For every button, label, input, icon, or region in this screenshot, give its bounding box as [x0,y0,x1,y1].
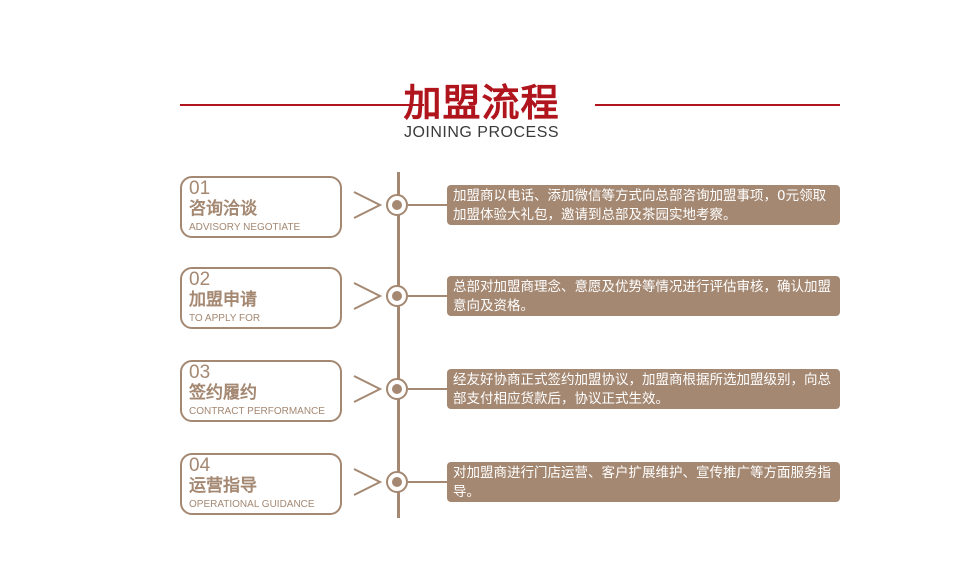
chevron-right-icon [353,468,383,496]
process-step-1: 01 咨询洽谈 ADVISORY NEGOTIATE 加盟商以电话、添加微信等方… [0,176,963,238]
chevron-right-icon [353,282,383,310]
process-step-2: 02 加盟申请 TO APPLY FOR 总部对加盟商理念、意愿及优势等情况进行… [0,267,963,329]
timeline-node-icon [386,471,408,493]
title-divider-left [180,104,424,106]
step-title: 加盟申请 [189,290,257,310]
step-card: 04 运营指导 OPERATIONAL GUIDANCE [180,453,342,515]
timeline-connector [408,388,448,390]
timeline-node-icon [386,194,408,216]
timeline-connector [408,295,448,297]
page-title: 加盟流程 [403,81,560,125]
chevron-right-icon [353,375,383,403]
timeline-connector [408,204,448,206]
step-number: 04 [189,455,211,476]
step-card: 03 签约履约 CONTRACT PERFORMANCE [180,360,342,422]
timeline-node-icon [386,378,408,400]
step-description: 总部对加盟商理念、意愿及优势等情况进行评估审核，确认加盟意向及资格。 [447,276,840,316]
timeline-connector [408,481,448,483]
step-english-title: CONTRACT PERFORMANCE [189,406,325,417]
step-title: 咨询洽谈 [189,199,257,219]
page-subtitle: JOINING PROCESS [403,124,560,141]
step-english-title: OPERATIONAL GUIDANCE [189,499,315,510]
step-title: 签约履约 [189,383,257,403]
step-card: 01 咨询洽谈 ADVISORY NEGOTIATE [180,176,342,238]
step-number: 01 [189,178,211,199]
process-step-3: 03 签约履约 CONTRACT PERFORMANCE 经友好协商正式签约加盟… [0,360,963,422]
chevron-right-icon [353,191,383,219]
title-divider-right [595,104,840,106]
process-step-4: 04 运营指导 OPERATIONAL GUIDANCE 对加盟商进行门店运营、… [0,453,963,515]
timeline-node-icon [386,285,408,307]
step-description: 加盟商以电话、添加微信等方式向总部咨询加盟事项，0元领取加盟体验大礼包，邀请到总… [447,185,840,225]
timeline-line [397,172,400,518]
step-title: 运营指导 [189,476,257,496]
step-description: 对加盟商进行门店运营、客户扩展维护、宣传推广等方面服务指导。 [447,462,840,502]
step-english-title: TO APPLY FOR [189,313,261,324]
step-number: 03 [189,362,211,383]
step-card: 02 加盟申请 TO APPLY FOR [180,267,342,329]
step-number: 02 [189,269,211,290]
step-description: 经友好协商正式签约加盟协议，加盟商根据所选加盟级别，向总部支付相应货款后，协议正… [447,369,840,409]
step-english-title: ADVISORY NEGOTIATE [189,222,301,233]
